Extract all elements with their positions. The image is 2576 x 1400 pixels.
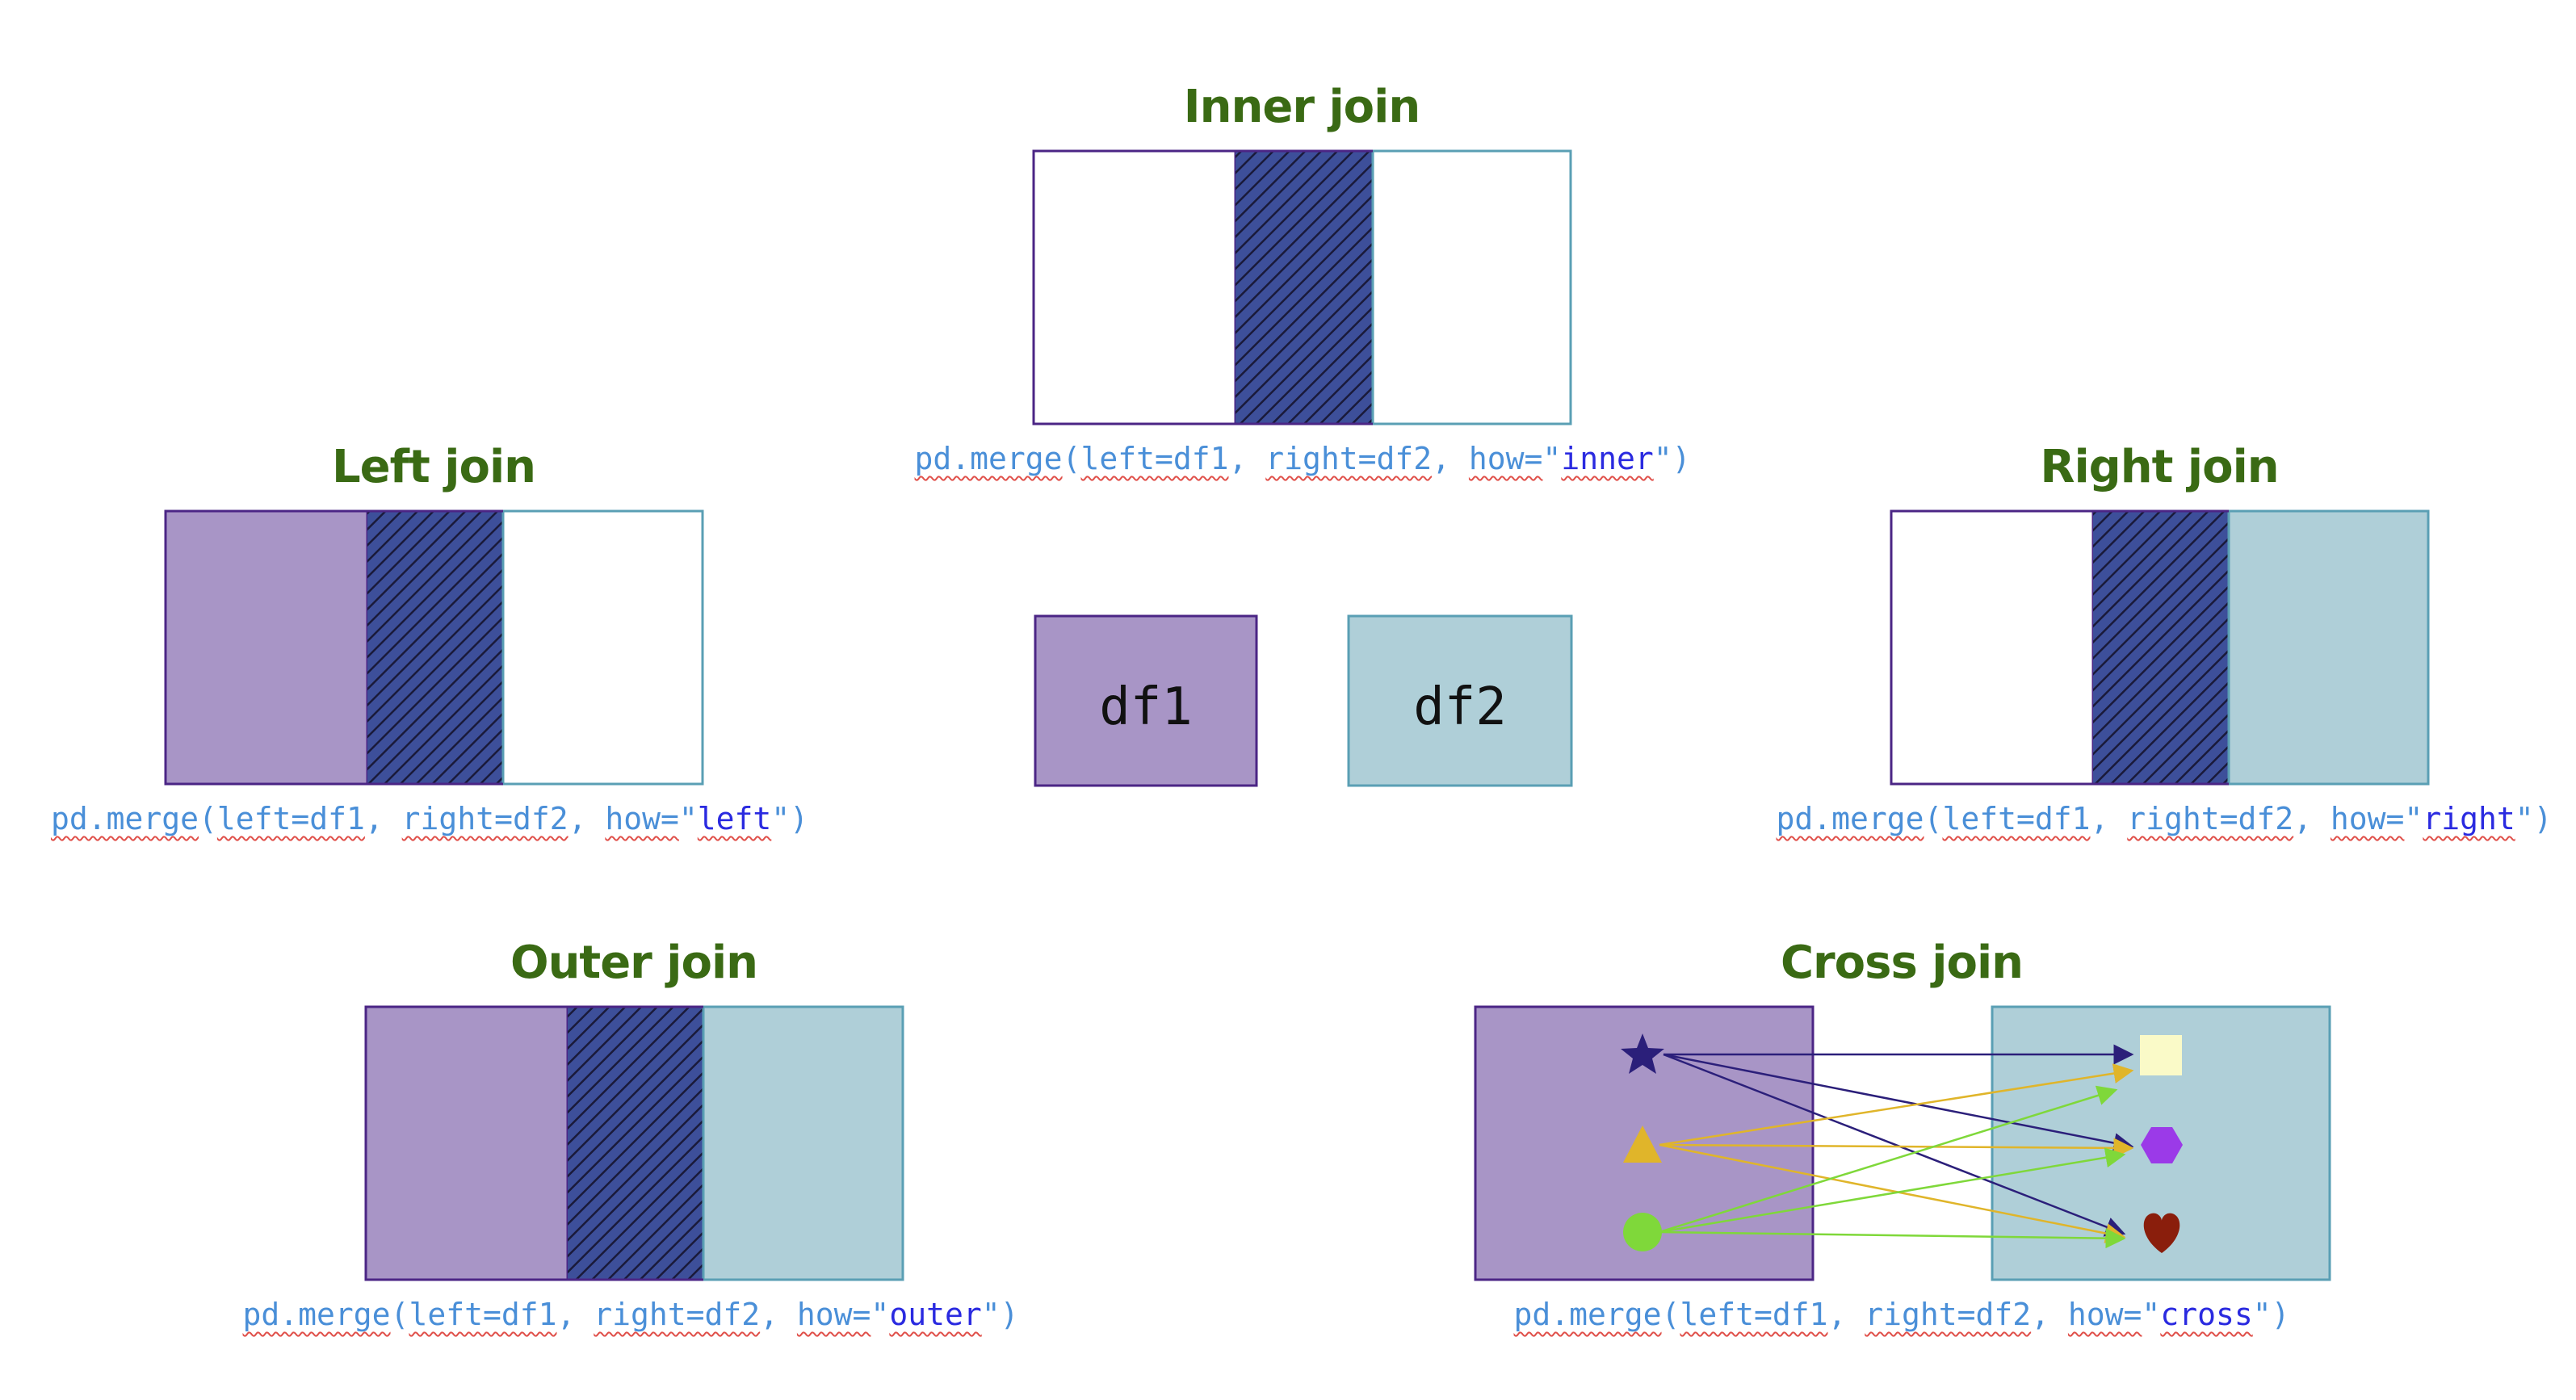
cross-join-diagram — [1474, 1005, 2331, 1281]
arrow-circle-to-heart — [1659, 1228, 2126, 1249]
right-overlap-region — [2093, 511, 2229, 784]
outer-join-code: pd.merge(left=df1, right=df2, how="outer… — [242, 1297, 1019, 1332]
code-how-key: how= — [796, 1297, 871, 1332]
code-how-key: how= — [1468, 441, 1543, 476]
inner-join-title: Inner join — [1183, 81, 1420, 133]
star-icon — [1621, 1033, 1664, 1074]
code-fn: pd.merge — [50, 801, 199, 836]
code-how-value: left — [697, 801, 772, 836]
code-how-value: outer — [889, 1297, 982, 1332]
dataframe-legend: df1 df2 — [1034, 614, 1573, 787]
outer-right-region — [702, 1005, 904, 1281]
code-left-arg: left=df1 — [1680, 1297, 1828, 1332]
arrow-triangle-to-heart — [1659, 1143, 2126, 1243]
cross-join-code: pd.merge(left=df1, right=df2, how="cross… — [1513, 1297, 2290, 1332]
left-right-region — [501, 509, 704, 786]
left-join-diagram — [164, 509, 704, 786]
code-left-arg: left=df1 — [216, 801, 365, 836]
code-right-arg: right=df2 — [2127, 801, 2294, 836]
df2-label: df2 — [1413, 677, 1507, 737]
square-icon — [2140, 1035, 2182, 1075]
code-right-arg: right=df2 — [1865, 1297, 2032, 1332]
inner-left-region — [1032, 149, 1237, 425]
arrow-star-to-hexagon — [1663, 1053, 2134, 1153]
left-join-code: pd.merge(left=df1, right=df2, how="left"… — [50, 801, 809, 836]
inner-join-code: pd.merge(left=df1, right=df2, how="inner… — [914, 441, 1691, 476]
left-left-region — [164, 509, 369, 786]
code-how-value: right — [2423, 801, 2515, 836]
df2-box — [1347, 614, 1573, 787]
left-overlap-region — [367, 511, 503, 784]
code-left-arg: left=df1 — [1080, 441, 1229, 476]
arrow-circle-to-square — [1659, 1085, 2118, 1234]
cross-join-title: Cross join — [1780, 937, 2024, 989]
code-right-arg: right=df2 — [401, 801, 568, 836]
hexagon-icon — [2141, 1127, 2183, 1163]
right-join-code: pd.merge(left=df1, right=df2, how="right… — [1776, 801, 2553, 836]
code-left-arg: left=df1 — [1942, 801, 2091, 836]
df1-box — [1034, 614, 1258, 787]
code-how-key: how= — [605, 801, 679, 836]
circle-icon — [1623, 1213, 1662, 1251]
outer-join-diagram — [364, 1005, 904, 1281]
code-right-arg: right=df2 — [1265, 441, 1433, 476]
code-how-key: how= — [2067, 1297, 2142, 1332]
outer-overlap-region — [568, 1007, 703, 1280]
code-fn: pd.merge — [1513, 1297, 1662, 1332]
code-fn: pd.merge — [914, 441, 1063, 476]
inner-join-diagram — [1032, 149, 1572, 425]
left-join-title: Left join — [331, 441, 536, 493]
code-how-value: inner — [1561, 441, 1654, 476]
code-fn: pd.merge — [1776, 801, 1924, 836]
right-join-diagram — [1890, 509, 2430, 786]
code-fn: pd.merge — [242, 1297, 391, 1332]
right-left-region — [1890, 509, 2095, 786]
right-right-region — [2227, 509, 2430, 786]
code-how-value: cross — [2160, 1297, 2253, 1332]
outer-join-title: Outer join — [510, 937, 758, 989]
heart-icon — [2143, 1213, 2180, 1253]
code-right-arg: right=df2 — [594, 1297, 761, 1332]
code-how-key: how= — [2330, 801, 2405, 836]
triangle-icon — [1623, 1125, 1662, 1163]
outer-left-region — [364, 1005, 569, 1281]
code-left-arg: left=df1 — [409, 1297, 557, 1332]
inner-overlap-region — [1236, 151, 1373, 424]
arrow-triangle-to-hexagon — [1659, 1138, 2134, 1159]
arrow-triangle-to-square — [1659, 1063, 2134, 1146]
right-join-title: Right join — [2040, 441, 2279, 493]
df1-label: df1 — [1099, 677, 1193, 737]
inner-right-region — [1371, 149, 1572, 425]
arrow-circle-to-hexagon — [1659, 1147, 2126, 1234]
arrow-star-to-heart — [1663, 1053, 2126, 1237]
